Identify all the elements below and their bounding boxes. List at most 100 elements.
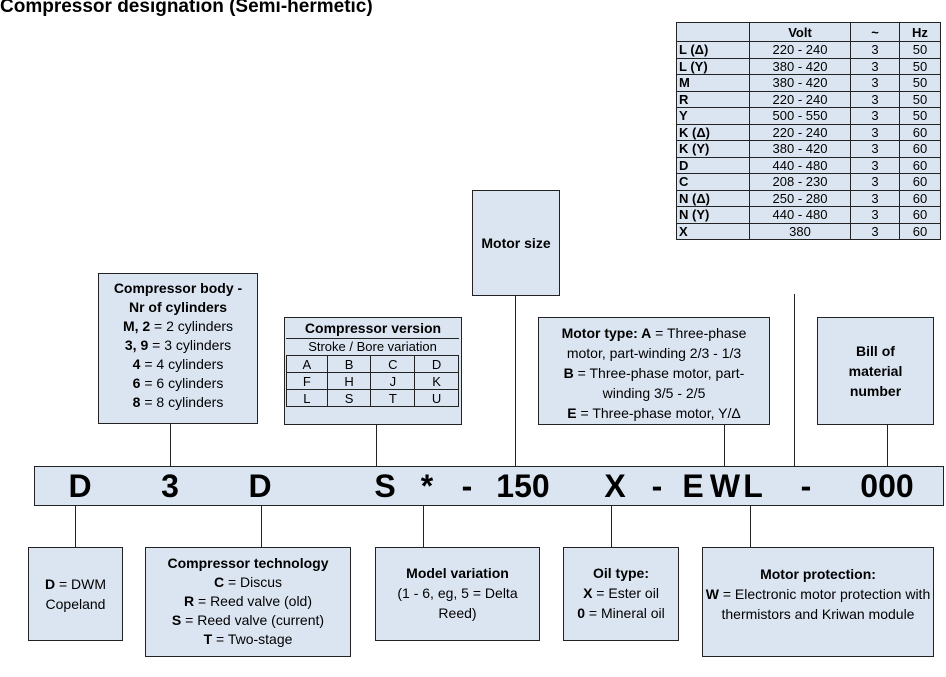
connector-protection	[750, 506, 751, 547]
compressor-technology-key: T	[203, 631, 213, 647]
compressor-version-box: Compressor version Stroke / Bore variati…	[284, 317, 462, 425]
compressor-body-desc: = 6 cylinders	[140, 375, 224, 391]
compressor-body-key: 6	[132, 375, 141, 391]
compressor-technology-desc: = Reed valve (old)	[194, 593, 313, 609]
voltage-cell: 3	[850, 173, 900, 191]
compressor-body-title: Compressor body - Nr of cylinders	[113, 280, 243, 315]
code-char: D	[68, 468, 92, 504]
header-hz: Hz	[899, 22, 941, 42]
cv-cell: C	[370, 355, 416, 373]
bill-of-material-box: Bill of material number	[817, 317, 934, 425]
motor-type-lines: Motor type: A = Three-phase motor, part-…	[543, 323, 765, 423]
voltage-cell: 3	[850, 156, 900, 174]
compressor-technology-line: R = Reed valve (old)	[146, 592, 350, 611]
motor-type-key: Motor type: A	[561, 325, 652, 341]
code-char: 150	[496, 468, 550, 504]
motor-type-line: B = Three-phase motor, part-winding 3/5 …	[543, 363, 765, 403]
voltage-cell: 3	[850, 140, 900, 158]
compressor-technology-lines: C = Discus R = Reed valve (old)S = Reed v…	[146, 573, 350, 649]
compressor-body-desc: = 4 cylinders	[140, 356, 224, 372]
compressor-body-key: 4	[132, 356, 141, 372]
cv-cell: U	[414, 389, 459, 407]
motor-size-label: Motor size	[481, 235, 551, 251]
voltage-cell: R	[676, 90, 750, 108]
dwm-box: D = DWM Copeland	[28, 547, 123, 641]
voltage-cell: Y	[676, 107, 750, 125]
model-variation-title: Model variation	[406, 565, 509, 581]
voltage-cell: K (Δ)	[676, 123, 750, 141]
voltage-cell: D	[676, 156, 750, 174]
compressor-technology-key: C	[213, 574, 225, 590]
voltage-cell: 380 - 420	[749, 140, 851, 158]
voltage-cell: C	[676, 173, 750, 191]
connector-motor-type	[724, 424, 725, 466]
voltage-cell: 60	[899, 140, 941, 158]
page-title: Compressor designation (Semi-hermetic)	[0, 0, 373, 17]
code-char: 3	[161, 468, 179, 504]
motor-type-desc: = Three-phase motor, Y/Δ	[576, 405, 741, 421]
connector-voltage	[794, 294, 795, 466]
motor-protection-key: W	[705, 586, 719, 602]
motor-type-line: Motor type: A = Three-phase motor, part-…	[543, 323, 765, 363]
voltage-cell: K (Y)	[676, 140, 750, 158]
voltage-cell: 3	[850, 206, 900, 224]
voltage-cell: N (Δ)	[676, 189, 750, 207]
code-char: D	[248, 468, 272, 504]
connector-dwm	[75, 506, 76, 547]
compressor-body-desc: = 8 cylinders	[140, 394, 224, 410]
header-phase: ~	[850, 22, 900, 42]
cv-cell: F	[286, 372, 328, 390]
code-char: -	[800, 468, 812, 504]
model-variation-box: Model variation (1 - 6, eg, 5 = Delta Re…	[375, 547, 540, 641]
motor-type-line: E = Three-phase motor, Y/Δ	[543, 403, 765, 423]
voltage-cell: 380 - 420	[749, 74, 851, 92]
voltage-cell: 220 - 240	[749, 41, 851, 59]
voltage-cell: 220 - 240	[749, 123, 851, 141]
motor-type-box: Motor type: A = Three-phase motor, part-…	[538, 317, 770, 425]
voltage-cell: X	[676, 222, 750, 240]
voltage-cell: L (Y)	[676, 57, 750, 75]
voltage-cell: 60	[899, 123, 941, 141]
code-char: -	[651, 468, 663, 504]
voltage-cell: 208 - 230	[749, 173, 851, 191]
compressor-body-desc: = 2 cylinders	[150, 318, 234, 334]
compressor-technology-key: R	[183, 593, 195, 609]
connector-bom	[887, 424, 888, 466]
dwm-desc: = DWM Copeland	[45, 576, 107, 612]
code-char: 000	[860, 468, 914, 504]
voltage-cell: 440 - 480	[749, 206, 851, 224]
dwm-text: D = DWM Copeland	[29, 574, 122, 614]
voltage-cell: 440 - 480	[749, 156, 851, 174]
voltage-cell: 250 - 280	[749, 189, 851, 207]
compressor-technology-key: S	[171, 612, 182, 628]
motor-protection-box: Motor protection: W = Electronic motor p…	[702, 547, 934, 657]
compressor-technology-desc: = Discus	[224, 574, 283, 590]
compressor-body-desc: = 3 cylinders	[148, 337, 232, 353]
cv-cell: H	[326, 372, 372, 390]
voltage-cell: 3	[850, 41, 900, 59]
voltage-cell: 50	[899, 90, 941, 108]
oil-type-line: 0 = Mineral oil	[564, 603, 678, 623]
compressor-body-line: 4 = 4 cylinders	[99, 355, 257, 374]
connector-technology	[261, 506, 262, 547]
voltage-cell: 50	[899, 41, 941, 59]
voltage-cell: 3	[850, 90, 900, 108]
header-volt: Volt	[749, 22, 851, 42]
compressor-body-line: M, 2 = 2 cylinders	[99, 317, 257, 336]
voltage-cell: 50	[899, 57, 941, 75]
compressor-version-subtitle: Stroke / Bore variation	[286, 338, 459, 355]
compressor-body-line: 8 = 8 cylinders	[99, 393, 257, 412]
